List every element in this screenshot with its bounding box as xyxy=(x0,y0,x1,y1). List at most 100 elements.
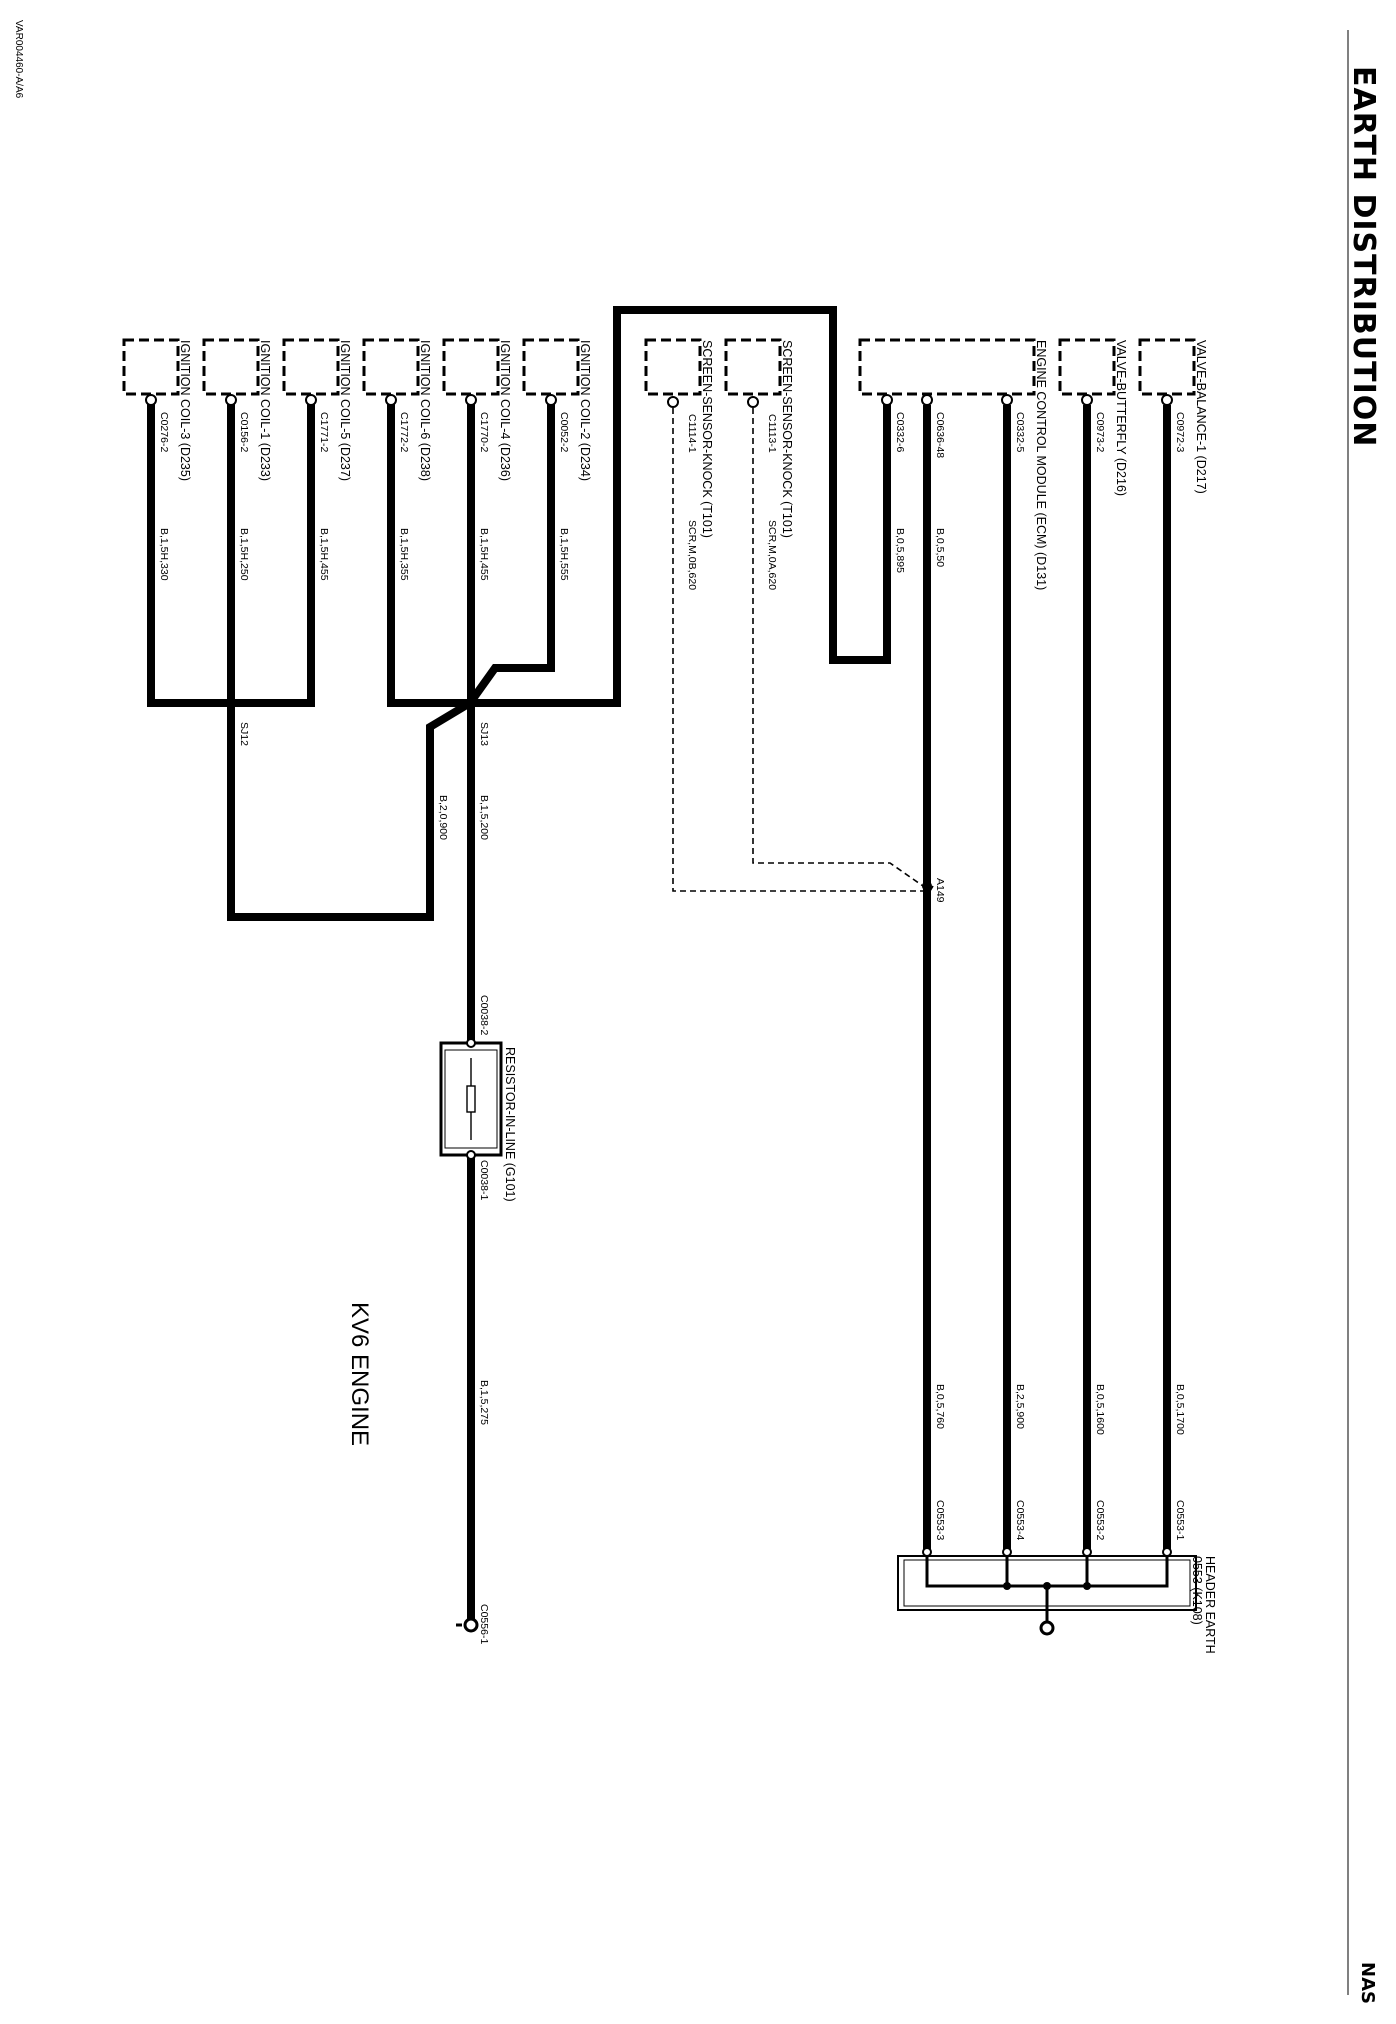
pin-ignition-coil-3 xyxy=(145,394,157,406)
wire-code-link: B,2,0,900 xyxy=(437,795,449,840)
connector-id-ecm-c: C0332-5 xyxy=(1014,412,1026,452)
screen-wire-b[interactable] xyxy=(672,408,934,892)
wire-code-screen-knock-b: SCR,M,0B,620 xyxy=(686,520,698,590)
market-label: NAS xyxy=(1357,1962,1378,2004)
pin-ecm-c0636-48 xyxy=(921,394,933,406)
pin-ignition-coil-1 xyxy=(225,394,237,406)
resistor-name: RESISTOR-IN-LINE (G101) xyxy=(503,1047,517,1202)
connector-id-screen-knock-b: C1114-1 xyxy=(686,414,698,453)
connector-ecm[interactable] xyxy=(858,338,1036,396)
pin-label-header-3: C0553-1 xyxy=(1174,1500,1186,1540)
header-earth: HEADER EARTH 0553 (K108) xyxy=(897,1547,1217,1654)
label-ignition-coil-1: IGNITION COIL-1 (D233) xyxy=(258,340,272,481)
connector-id-ignition-coil-1: C0156-2 xyxy=(238,412,250,452)
wire-ignition-coil-2[interactable] xyxy=(466,400,555,706)
label-ignition-coil-3: IGNITION COIL-3 (D235) xyxy=(178,340,192,481)
splice-a149-dot xyxy=(922,881,932,891)
resistor-in-connector: C0038-2 xyxy=(478,995,490,1035)
connector-id-ignition-coil-2: C0052-2 xyxy=(558,412,570,452)
resistor-element xyxy=(466,1085,476,1113)
pin-label-header-0: C0553-3 xyxy=(934,1500,946,1540)
label-ignition-coil-5: IGNITION COIL-5 (D237) xyxy=(338,340,352,481)
pin-ignition-coil-4 xyxy=(465,394,477,406)
label-ecm: ENGINE CONTROL MODULE (ECM) (D131) xyxy=(1034,340,1048,590)
knock-sensor-screens: SCREEN-SENSOR-KNOCK (T101) SCREEN-SENSOR… xyxy=(644,338,934,892)
splice-a149: A149 xyxy=(934,878,946,903)
pin-header-2 xyxy=(1082,1547,1092,1557)
connector-ignition-coil-1[interactable] xyxy=(202,338,260,396)
pin-header-1 xyxy=(1002,1547,1012,1557)
wire-code-screen-knock-a: SCR,M,0A,620 xyxy=(766,520,778,590)
wire-code-ignition-coil-1: B,1,5H,250 xyxy=(238,528,250,581)
main-earth-run: B,1,5,200 C0038-2 RESISTOR-IN-LINE (G101… xyxy=(439,703,517,1644)
connector-id-ignition-coil-3: C0276-2 xyxy=(158,412,170,452)
pin-ignition-coil-5 xyxy=(305,394,317,406)
pin-ecm-c0332-6 xyxy=(881,394,893,406)
screen-wire-a[interactable] xyxy=(752,408,924,887)
connector-id-ignition-coil-6: C1772-2 xyxy=(398,412,410,452)
connector-id-ecm-a: C0332-6 xyxy=(894,412,906,452)
wire-code-main-upper: B,1,5,200 xyxy=(478,795,490,840)
connector-valve-balance[interactable] xyxy=(1138,338,1196,396)
pin-ignition-coil-2 xyxy=(545,394,557,406)
wire-code-main-lower: B,1,5,275 xyxy=(478,1380,490,1425)
pin-screen-knock-b xyxy=(667,396,679,408)
pin-valve-butterfly xyxy=(1081,394,1093,406)
earth-terminal-icon[interactable] xyxy=(463,1617,479,1633)
connector-ignition-coil-3[interactable] xyxy=(122,338,180,396)
connector-id-valve-butterfly: C0973-2 xyxy=(1094,412,1106,452)
connector-id-screen-knock-a: C1113-1 xyxy=(766,414,778,453)
label-screen-knock-b: SCREEN-SENSOR-KNOCK (T101) xyxy=(700,340,714,538)
connector-id-ignition-coil-5: C1771-2 xyxy=(318,412,330,452)
connector-ignition-coil-6[interactable] xyxy=(362,338,420,396)
connector-screen-knock-b[interactable] xyxy=(644,338,702,396)
pin-ecm-c0332-5 xyxy=(1001,394,1013,406)
wire-code-header-1: B,2,5,900 xyxy=(1014,1384,1026,1429)
wire-code-header-0: B,0,5,760 xyxy=(934,1384,946,1429)
header-earth-sub: 0553 (K108) xyxy=(1190,1556,1204,1625)
label-valve-butterfly: VALVE-BUTTERFLY (D216) xyxy=(1114,340,1128,496)
splice-sj12: SJ12 xyxy=(238,722,250,746)
connector-ignition-coil-4[interactable] xyxy=(442,338,500,396)
engine-label: KV6 ENGINE xyxy=(346,1302,373,1446)
wire-code-ignition-coil-5: B,1,5H,455 xyxy=(318,528,330,581)
header-earth-terminal-icon[interactable] xyxy=(1039,1620,1055,1636)
wire-code-header-3: B,0,5,1700 xyxy=(1174,1384,1186,1435)
wire-code-ignition-coil-6: B,1,5H,355 xyxy=(398,528,410,581)
page-title: EARTH DISTRIBUTION xyxy=(1346,66,1381,447)
connector-valve-butterfly[interactable] xyxy=(1058,338,1116,396)
label-screen-knock-a: SCREEN-SENSOR-KNOCK (T101) xyxy=(780,340,794,538)
pin-label-header-2: C0553-2 xyxy=(1094,1500,1106,1540)
wire-code-header-2: B,0,5,1600 xyxy=(1094,1384,1106,1435)
wire-sj13-to-ecm[interactable] xyxy=(470,306,891,707)
header-earth-name: HEADER EARTH xyxy=(1203,1556,1217,1654)
splice-sj13: SJ13 xyxy=(478,722,490,746)
connector-id-valve-balance: C0972-3 xyxy=(1174,412,1186,452)
pin-ignition-coil-6 xyxy=(385,394,397,406)
pin-valve-balance xyxy=(1161,394,1173,406)
header-node-1 xyxy=(1003,1582,1011,1590)
pin-resistor-in xyxy=(466,1038,476,1048)
label-valve-balance: VALVE-BALANCE-1 (D217) xyxy=(1194,340,1208,494)
pin-screen-knock-a xyxy=(747,396,759,408)
header-node-2 xyxy=(1083,1582,1091,1590)
connector-id-ecm-b: C0636-48 xyxy=(934,412,946,458)
wire-code-ignition-coil-3: B,1,5H,330 xyxy=(158,528,170,581)
wire-ignition-coil-1[interactable] xyxy=(227,400,473,921)
pin-header-3 xyxy=(1162,1547,1172,1557)
wire-ignition-coil-6[interactable] xyxy=(387,400,470,707)
connector-ignition-coil-2[interactable] xyxy=(522,338,580,396)
connector-screen-knock-a[interactable] xyxy=(724,338,782,396)
wire-code-ignition-coil-2: B,1,5H,555 xyxy=(558,528,570,581)
image-reference: VAR004460-A/A6 xyxy=(13,20,24,99)
resistor-out-connector: C0038-1 xyxy=(478,1160,490,1200)
pin-resistor-out xyxy=(466,1150,476,1160)
wire-code-ecm-b: B,0,5,50 xyxy=(934,528,946,567)
resistor-in-line-inner xyxy=(444,1049,498,1149)
connector-ignition-coil-5[interactable] xyxy=(282,338,340,396)
ignition-coil-group: IGNITION COIL-3 (D235) IGNITION COIL-1 (… xyxy=(122,306,891,921)
connector-id-ignition-coil-4: C1770-2 xyxy=(478,412,490,452)
label-ignition-coil-4: IGNITION COIL-4 (D236) xyxy=(498,340,512,481)
wire-code-ignition-coil-4: B,1,5H,455 xyxy=(478,528,490,581)
